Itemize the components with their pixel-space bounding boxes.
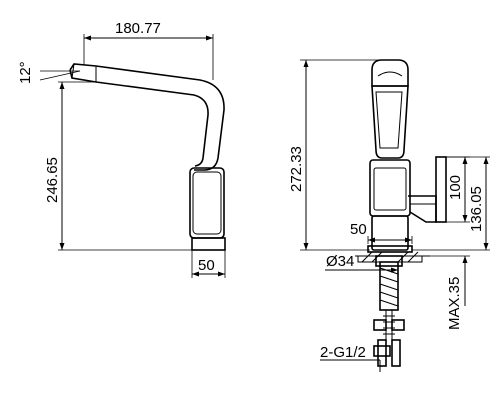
front-connector	[377, 339, 387, 367]
dim-shank-diameter: Ø34	[326, 253, 354, 270]
front-spout-head	[371, 59, 409, 87]
dim-side-height: 246.65	[44, 157, 61, 203]
front-hoses	[385, 310, 393, 340]
dim-base-side: 50	[198, 257, 215, 274]
front-handle	[408, 195, 437, 223]
side-base	[191, 237, 226, 251]
front-view: 272.33 100 136.05 50 Ø34 MAX.35 2-G1/2	[288, 59, 490, 372]
dim-max-thickness: MAX.35	[446, 277, 463, 330]
side-spout-inner	[69, 69, 209, 167]
dim-handle-136: 136.05	[468, 186, 485, 232]
dim-spout-angle: 12°	[17, 61, 34, 84]
dim-base-front: 50	[350, 221, 367, 238]
side-view: 180.77 12° 246.65 50	[17, 20, 226, 278]
dim-total-height: 272.33	[288, 146, 305, 192]
front-shank	[379, 261, 399, 311]
dim-connection: 2-G1/2	[320, 344, 366, 361]
side-spout-outline	[69, 63, 225, 171]
dim-spout-reach: 180.77	[115, 20, 161, 37]
side-body	[189, 167, 225, 239]
dim-handle-100: 100	[447, 175, 464, 200]
front-upper-body	[371, 85, 409, 159]
front-base	[371, 215, 409, 251]
